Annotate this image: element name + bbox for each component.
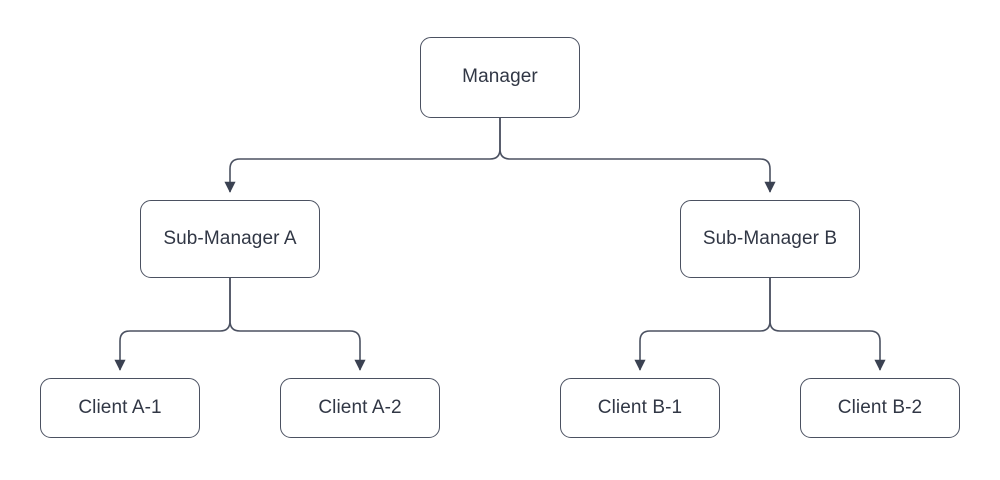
- node-sub-manager-b-label: Sub-Manager B: [702, 227, 838, 249]
- node-manager[interactable]: Manager: [420, 37, 580, 118]
- edge-sub-a-to-client-a-2: [229, 278, 366, 371]
- node-sub-manager-b[interactable]: Sub-Manager B: [680, 200, 860, 278]
- node-client-b-1[interactable]: Client B-1: [560, 378, 720, 438]
- edge-sub-a-to-client-a-1: [114, 278, 231, 371]
- node-client-b-1-label: Client B-1: [597, 396, 683, 418]
- edge-sub-b-to-client-b-1: [634, 278, 771, 371]
- node-client-a-1[interactable]: Client A-1: [40, 378, 200, 438]
- node-client-a-2-label: Client A-2: [318, 396, 402, 418]
- node-sub-manager-a[interactable]: Sub-Manager A: [140, 200, 320, 278]
- node-client-a-1-label: Client A-1: [78, 396, 162, 418]
- node-client-a-2[interactable]: Client A-2: [280, 378, 440, 438]
- node-client-b-2[interactable]: Client B-2: [800, 378, 960, 438]
- node-manager-label: Manager: [462, 66, 538, 88]
- edge-sub-b-to-client-b-2: [769, 278, 886, 371]
- edge-manager-to-sub-a: [224, 118, 501, 193]
- node-sub-manager-a-label: Sub-Manager A: [163, 227, 297, 249]
- node-client-b-2-label: Client B-2: [837, 396, 923, 418]
- edge-manager-to-sub-b: [499, 118, 776, 193]
